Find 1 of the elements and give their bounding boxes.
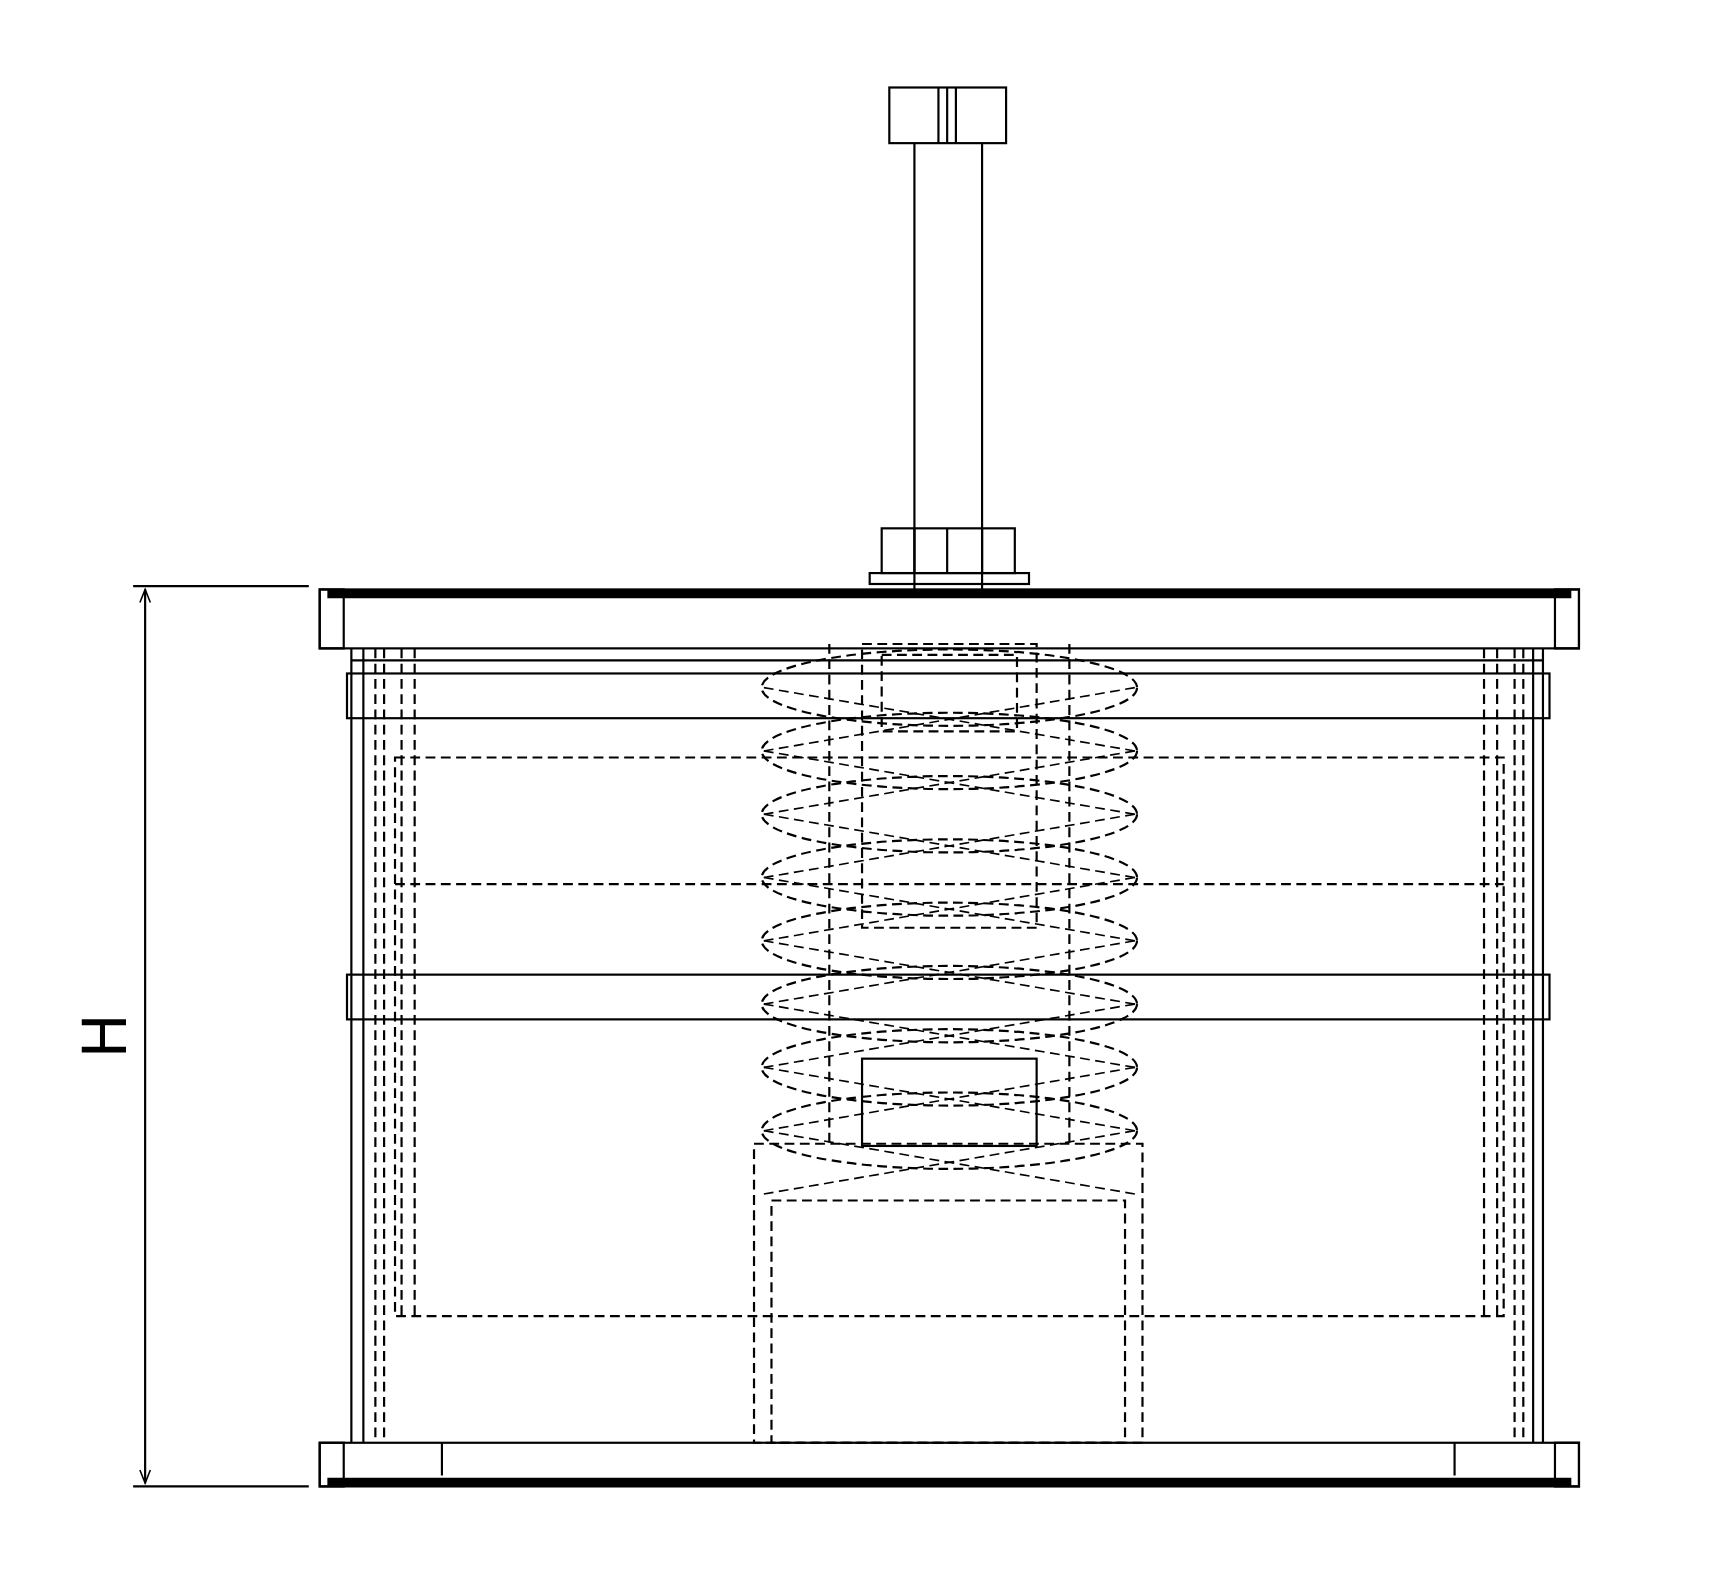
dimension-label: H	[74, 1013, 135, 1059]
